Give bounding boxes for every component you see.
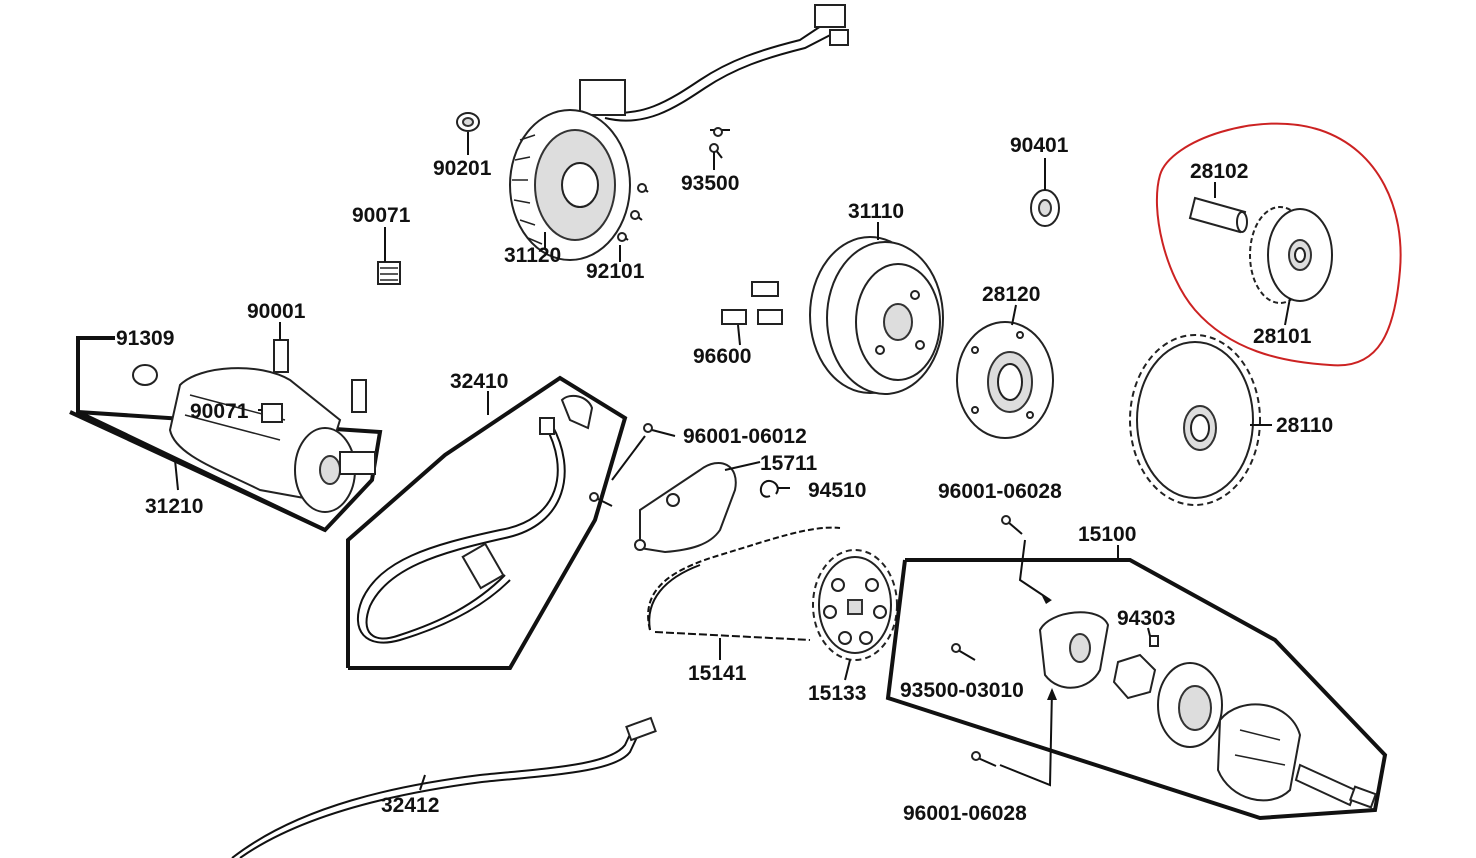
clip-94510 <box>759 480 779 498</box>
plug-90071-top <box>377 261 401 285</box>
washer-90401 <box>1030 189 1060 227</box>
label-15141: 15141 <box>688 662 747 685</box>
label-28101: 28101 <box>1253 325 1312 348</box>
label-90001: 90001 <box>247 300 306 323</box>
label-93500-03010: 93500-03010 <box>900 679 1024 702</box>
nut-90201 <box>456 112 480 132</box>
gear-28101 <box>1249 206 1333 304</box>
bolts-93500 <box>709 127 730 159</box>
label-28102: 28102 <box>1190 160 1248 183</box>
highlighted-idle-gear-group <box>1155 122 1402 367</box>
label-15100: 15100 <box>1078 523 1136 546</box>
label-90201: 90201 <box>433 157 492 180</box>
chain-guide-15711 <box>589 423 737 554</box>
label-92101: 92101 <box>586 260 645 283</box>
part-labels: 90201 93500 31120 92101 90071 90401 3111… <box>116 134 1333 825</box>
label-31210: 31210 <box>145 495 203 518</box>
label-96001-06028-top: 96001-06028 <box>938 480 1062 503</box>
label-32410: 32410 <box>450 370 508 393</box>
label-15133: 15133 <box>808 682 866 705</box>
label-31120: 31120 <box>504 244 561 267</box>
cable-group-32410 <box>346 375 628 670</box>
label-93500: 93500 <box>681 172 739 195</box>
starter-clutch-28120 <box>956 321 1054 439</box>
leader-lines <box>174 132 1291 791</box>
chain-15141 <box>647 526 841 641</box>
starter-gear-28110 <box>1129 334 1261 506</box>
label-96001-06028-bottom: 96001-06028 <box>903 802 1027 825</box>
bolts-92101 <box>617 183 649 242</box>
cable-32412 <box>231 716 657 858</box>
stator-31120 <box>509 4 849 261</box>
starter-motor-group-31210 <box>69 336 383 533</box>
label-28110: 28110 <box>1276 414 1333 437</box>
label-28120: 28120 <box>982 283 1040 306</box>
bolts-96600 <box>721 281 783 325</box>
oil-pump-group-15100 <box>885 515 1388 821</box>
label-90401: 90401 <box>1010 134 1069 157</box>
red-highlight-outline <box>1155 122 1402 367</box>
label-96001-06012: 96001-06012 <box>683 425 807 448</box>
label-90071-top: 90071 <box>352 204 411 227</box>
label-91309: 91309 <box>116 327 174 350</box>
shaft-28102 <box>1188 196 1248 234</box>
flywheel-31110 <box>809 236 944 395</box>
label-31110: 31110 <box>848 200 904 223</box>
label-15711: 15711 <box>760 452 818 475</box>
label-32412: 32412 <box>381 794 439 817</box>
label-94510: 94510 <box>808 479 866 502</box>
label-90071-starter: 90071 <box>190 400 249 423</box>
label-96600: 96600 <box>693 345 751 368</box>
sprocket-15133 <box>812 549 898 661</box>
label-94303: 94303 <box>1117 607 1175 630</box>
